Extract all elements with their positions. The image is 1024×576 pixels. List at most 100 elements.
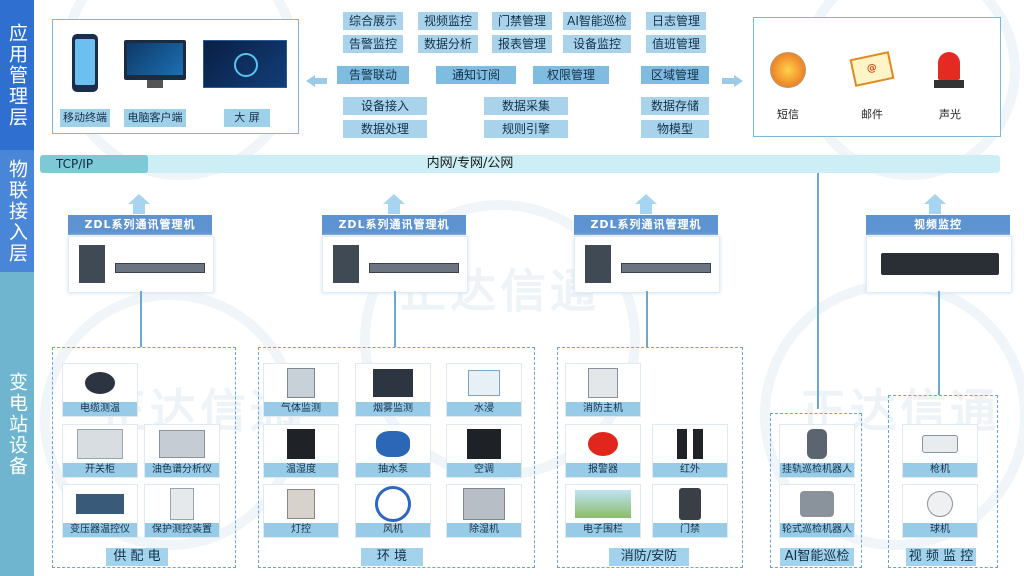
device-water: 水浸 bbox=[446, 363, 522, 417]
link-line bbox=[394, 291, 396, 347]
video-link-line bbox=[817, 173, 819, 409]
device-fence: 电子围栏 bbox=[565, 484, 641, 538]
function-chip: 设备接入 bbox=[343, 97, 427, 115]
function-chip: 区域管理 bbox=[641, 66, 709, 84]
device-aircon: 空调 bbox=[446, 424, 522, 478]
device-switchgear: 开关柜 bbox=[62, 424, 138, 478]
device-transformer-temp: 变压器温控仪 bbox=[62, 484, 138, 538]
group-label-video: 视 频 监 控 bbox=[906, 548, 976, 566]
group-ai bbox=[770, 413, 862, 568]
nvr-icon bbox=[881, 253, 999, 275]
gateway-module-icon bbox=[79, 245, 105, 283]
function-chip: 数据处理 bbox=[343, 120, 427, 138]
device-fan: 风机 bbox=[355, 484, 431, 538]
device-rail-robot: 挂轨巡检机器人 bbox=[779, 424, 855, 478]
gateway-rack-icon bbox=[115, 263, 205, 273]
device-dome-camera: 球机 bbox=[902, 484, 978, 538]
function-chip: 告警联动 bbox=[337, 66, 409, 84]
gateway-title: ZDL系列通讯管理机 bbox=[574, 215, 718, 235]
gateway-device bbox=[322, 236, 468, 293]
gateway-title: ZDL系列通讯管理机 bbox=[68, 215, 212, 235]
device-wheel-robot: 轮式巡检机器人 bbox=[779, 484, 855, 538]
up-arrow-shaft bbox=[640, 204, 652, 214]
gateway-rack-icon bbox=[621, 263, 711, 273]
up-arrow-shaft bbox=[388, 204, 400, 214]
up-arrow-icon bbox=[924, 194, 946, 204]
function-chip: 通知订阅 bbox=[436, 66, 516, 84]
group-label-ai: AI智能巡检 bbox=[780, 548, 854, 566]
client-label-mobile: 移动终端 bbox=[60, 109, 110, 127]
function-chip: 综合展示 bbox=[343, 12, 403, 30]
device-cable-temp: 电缆测温 bbox=[62, 363, 138, 417]
function-chip: 权限管理 bbox=[533, 66, 609, 84]
up-arrow-icon bbox=[635, 194, 657, 204]
gateway-module-icon bbox=[333, 245, 359, 283]
gateway-rack-icon bbox=[369, 263, 459, 273]
arrow-left-icon bbox=[306, 75, 315, 87]
sms-icon bbox=[770, 52, 806, 88]
gateway-module-icon bbox=[585, 245, 611, 283]
client-label-bigscreen: 大 屏 bbox=[224, 109, 270, 127]
device-bullet-camera: 枪机 bbox=[902, 424, 978, 478]
arrow-right-icon bbox=[734, 75, 743, 87]
up-arrow-shaft bbox=[133, 204, 145, 214]
function-chip: 告警监控 bbox=[343, 35, 403, 53]
device-pump: 抽水泵 bbox=[355, 424, 431, 478]
function-chip: 门禁管理 bbox=[492, 12, 552, 30]
device-humidity: 温湿度 bbox=[263, 424, 339, 478]
nvr-device bbox=[866, 236, 1012, 293]
group-label-fire: 消防/安防 bbox=[609, 548, 689, 566]
network-label: 内网/专网/公网 bbox=[426, 156, 514, 171]
function-chip: 规则引擎 bbox=[484, 120, 568, 138]
desktop-client-icon bbox=[124, 40, 186, 80]
client-label-desktop: 电脑客户端 bbox=[124, 109, 186, 127]
link-line bbox=[140, 291, 142, 347]
function-chip: 值班管理 bbox=[646, 35, 706, 53]
watermark-ring bbox=[40, 290, 300, 550]
layer-iot: 物联接入层 bbox=[0, 150, 34, 272]
notify-label-sms: 短信 bbox=[777, 108, 799, 121]
device-infrared: 红外 bbox=[652, 424, 728, 478]
function-chip: 视频监控 bbox=[418, 12, 478, 30]
up-arrow-shaft bbox=[929, 204, 941, 214]
device-dehumidifier: 除湿机 bbox=[446, 484, 522, 538]
gateway-title: ZDL系列通讯管理机 bbox=[322, 215, 466, 235]
up-arrow-icon bbox=[128, 194, 150, 204]
link-line bbox=[938, 291, 940, 395]
network-bar bbox=[40, 155, 1000, 173]
device-smoke: 烟雾监测 bbox=[355, 363, 431, 417]
tcp-ip-label: TCP/IP bbox=[40, 155, 148, 173]
arrow-left-shaft bbox=[315, 78, 327, 84]
alarm-light-icon bbox=[938, 52, 960, 80]
device-light: 灯控 bbox=[263, 484, 339, 538]
device-access: 门禁 bbox=[652, 484, 728, 538]
up-arrow-icon bbox=[383, 194, 405, 204]
function-chip: 日志管理 bbox=[646, 12, 706, 30]
big-screen-icon bbox=[203, 40, 287, 88]
layer-substation: 变电站设备 bbox=[0, 272, 34, 576]
function-chip: 报表管理 bbox=[492, 35, 552, 53]
function-chip: 数据存储 bbox=[641, 97, 709, 115]
function-chip: AI智能巡检 bbox=[563, 12, 631, 30]
notify-label-light: 声光 bbox=[939, 108, 961, 121]
link-line bbox=[646, 291, 648, 347]
desktop-stand bbox=[147, 80, 163, 88]
device-oil-chromatograph: 油色谱分析仪 bbox=[144, 424, 220, 478]
function-chip: 设备监控 bbox=[563, 35, 631, 53]
group-label-environment: 环 境 bbox=[361, 548, 423, 566]
group-video bbox=[888, 395, 998, 568]
device-protection: 保护测控装置 bbox=[144, 484, 220, 538]
gateway-device bbox=[68, 236, 214, 293]
device-alarm: 报警器 bbox=[565, 424, 641, 478]
mobile-terminal-icon bbox=[72, 34, 98, 92]
arrow-right-shaft bbox=[722, 78, 734, 84]
function-chip: 数据分析 bbox=[418, 35, 478, 53]
group-fire bbox=[557, 347, 743, 568]
alarm-light-base bbox=[934, 80, 964, 88]
function-chip: 数据采集 bbox=[484, 97, 568, 115]
group-label-power: 供 配 电 bbox=[106, 548, 168, 566]
group-power bbox=[52, 347, 236, 568]
layer-management: 应用管理层 bbox=[0, 0, 34, 150]
device-fire-host: 消防主机 bbox=[565, 363, 641, 417]
video-title: 视频监控 bbox=[866, 215, 1010, 235]
